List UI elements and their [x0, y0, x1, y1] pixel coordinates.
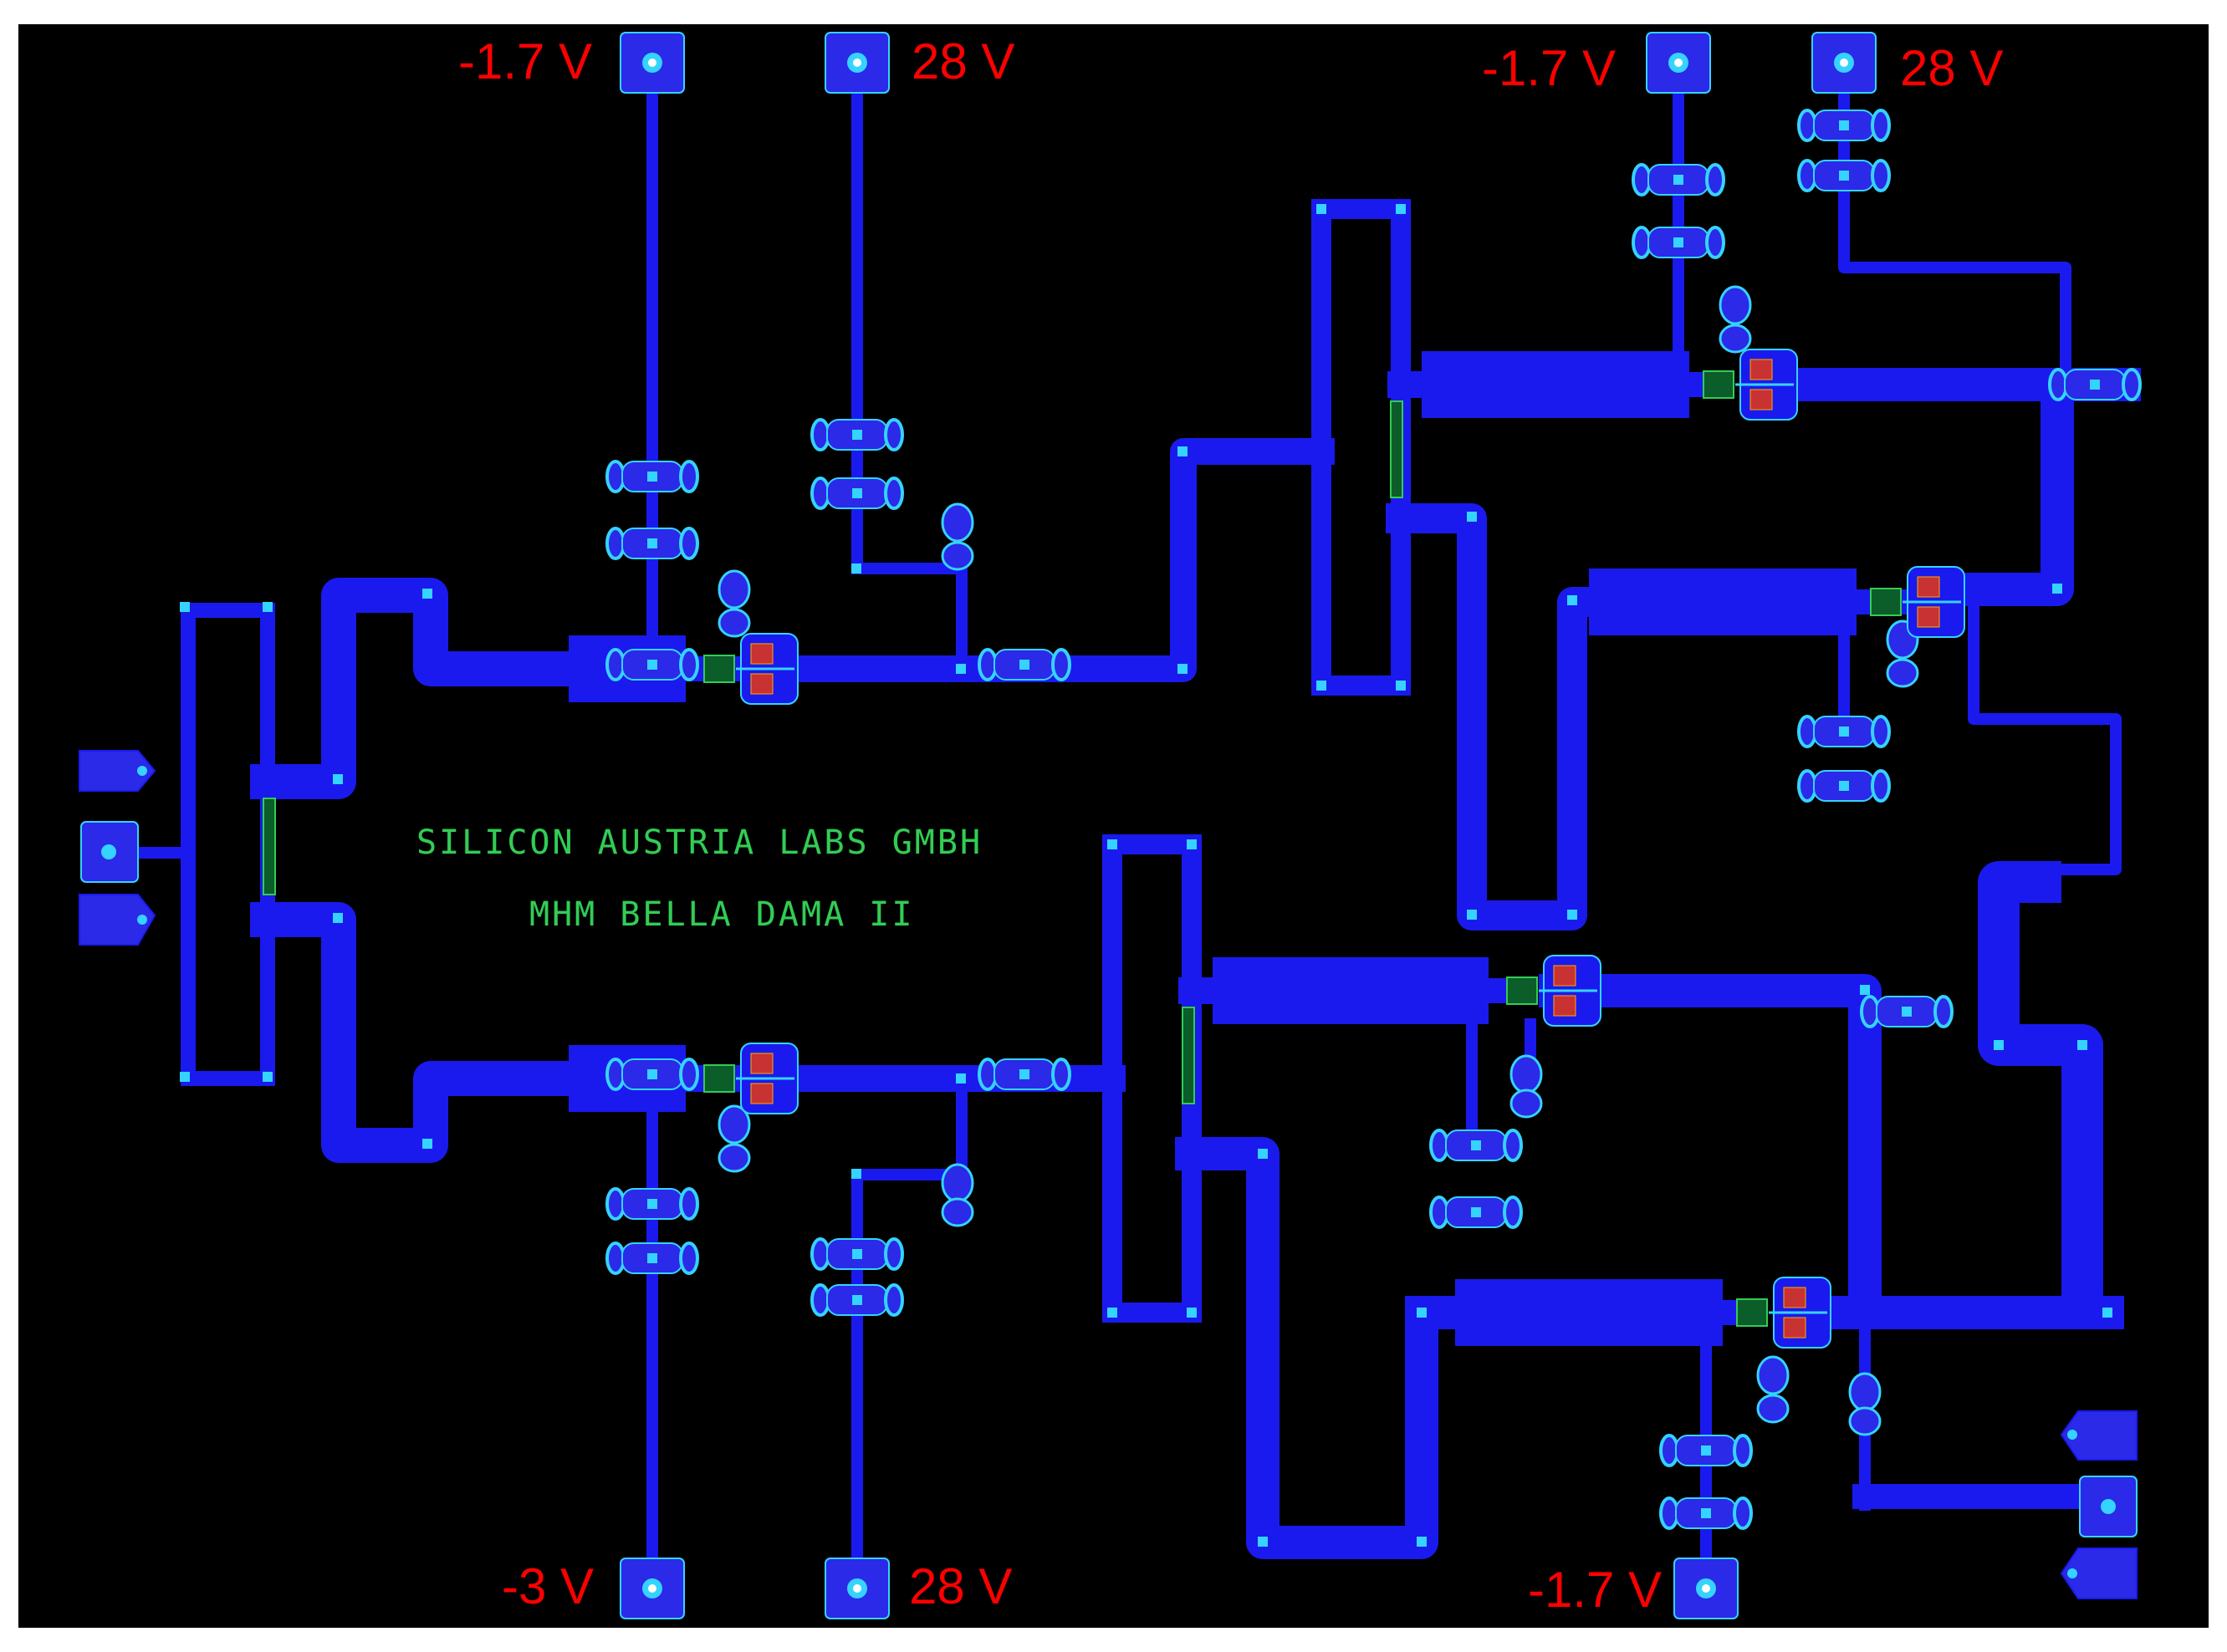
supply-label-top-left-gate: -1.7 V [458, 33, 593, 89]
resistors [263, 400, 1403, 1104]
rf-input-pads [79, 750, 156, 946]
rf-traces [136, 57, 2141, 1594]
chip-name-marking: MHM BELLA DAMA II [529, 895, 915, 934]
company-marking: SILICON AUSTRIA LABS GMBH [416, 823, 983, 862]
rf-output-pads [2060, 1410, 2138, 1599]
supply-label-bottom-left-gate: -3 V [502, 1558, 595, 1614]
board-frame [17, 23, 2210, 1629]
supply-label-top-right-drain: 28 V [1900, 40, 2004, 96]
supply-label-bottom-right-gate: -1.7 V [1528, 1562, 1663, 1618]
supply-label-top-right-gate: -1.7 V [1482, 40, 1617, 96]
supply-label-top-left-drain: 28 V [912, 33, 1015, 89]
board-background [18, 23, 2209, 1629]
shunt-capacitors [718, 285, 1919, 1436]
supply-label-bottom-left-drain: 28 V [909, 1558, 1013, 1614]
